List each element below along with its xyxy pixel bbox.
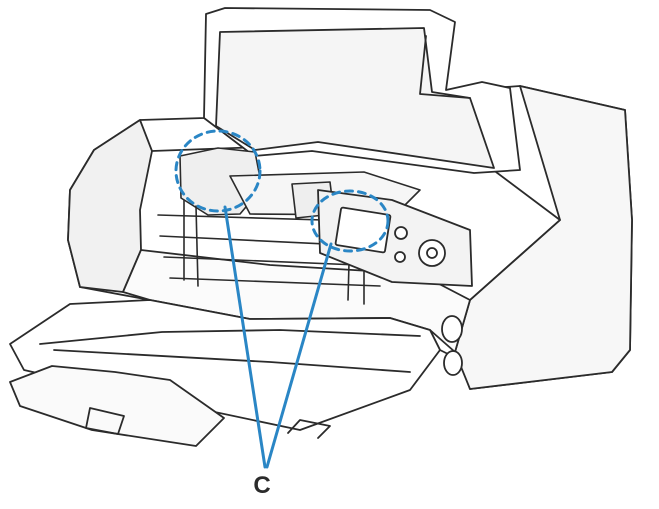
output-tray-extension	[9, 365, 225, 447]
paper-support	[203, 7, 521, 174]
leader-line-right	[265, 242, 333, 469]
inner-slots	[183, 199, 365, 305]
side-button-top	[441, 315, 463, 343]
tray-inner-edge	[39, 329, 421, 373]
tray-detail	[287, 419, 331, 439]
panel-button-1	[394, 226, 408, 240]
tray-handle	[85, 407, 125, 435]
paper-guide	[419, 35, 471, 99]
leader-line-left	[223, 205, 267, 469]
panel-button-2	[394, 251, 406, 263]
panel-dial-center	[426, 247, 438, 259]
lcd-screen	[334, 206, 392, 254]
callout-circle-left	[174, 129, 262, 213]
operation-panel	[317, 189, 473, 287]
callout-circle-right	[310, 189, 390, 253]
side-buttons	[441, 315, 463, 376]
callout-label-c: C	[253, 472, 271, 499]
trays	[9, 299, 441, 447]
callouts	[174, 129, 390, 469]
left-side-panel	[67, 119, 153, 293]
inner-rails	[157, 214, 391, 287]
side-button-bottom	[443, 350, 463, 376]
